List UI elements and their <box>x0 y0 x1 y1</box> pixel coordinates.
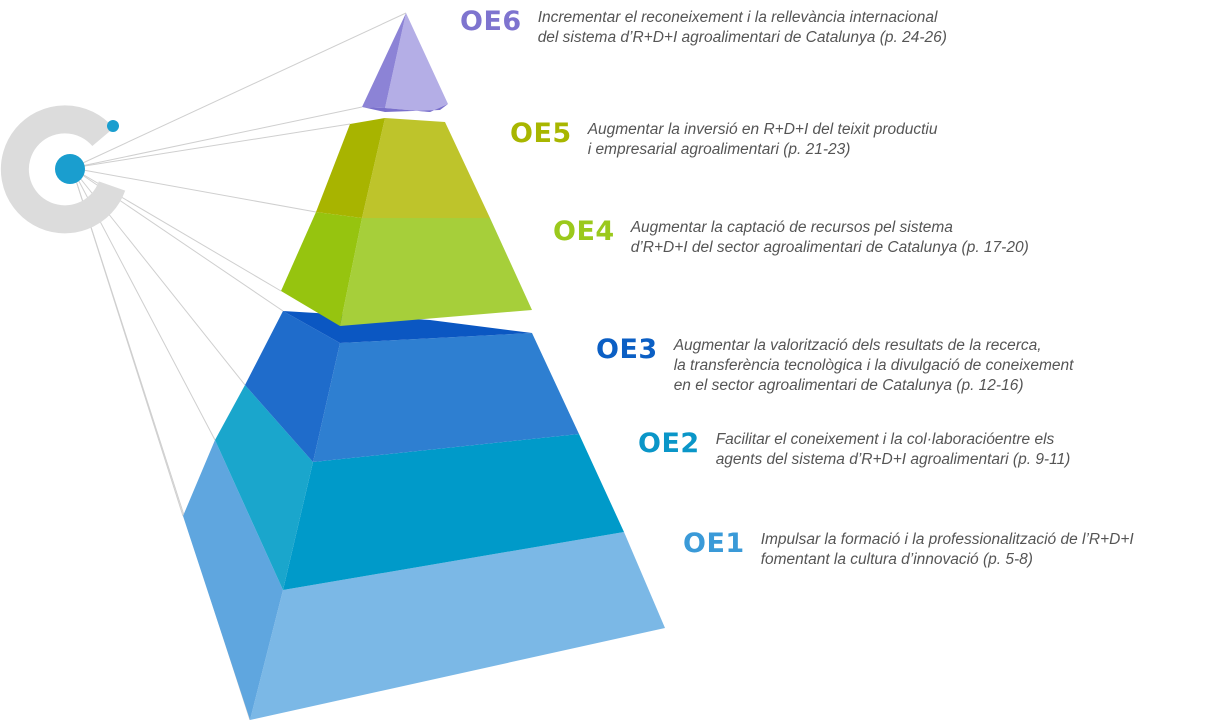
objective-oe1: OE1 Impulsar la formació i la profession… <box>683 530 1134 570</box>
objective-description: Incrementar el reconeixement i la rellev… <box>537 9 947 46</box>
objective-description: Impulsar la formació i la professionalit… <box>760 531 1134 568</box>
pyramid-level-oe4 <box>281 212 532 326</box>
objective-code: OE5 <box>510 118 572 149</box>
connector-line <box>71 12 407 169</box>
objective-code: OE3 <box>596 334 658 365</box>
pyramid-level-oe2 <box>215 385 624 590</box>
connector-line <box>71 106 363 169</box>
pyramid-level-oe6 <box>362 13 448 112</box>
objective-description: Augmentar la inversió en R+D+I del teixi… <box>587 121 938 158</box>
objective-code: OE1 <box>683 528 745 559</box>
pyramid-level-oe5 <box>316 118 490 218</box>
objective-oe5: OE5 Augmentar la inversió en R+D+I del t… <box>510 120 937 160</box>
organization-logo-icon <box>0 105 126 234</box>
objective-oe4: OE4 Augmentar la captació de recursos pe… <box>553 218 1029 258</box>
objective-oe6: OE6 Incrementar el reconeixement i la re… <box>460 8 947 48</box>
connector-line <box>71 167 317 213</box>
objective-description: Augmentar la valorització dels resultats… <box>673 337 1074 394</box>
pyramid-level-oe1 <box>183 440 665 720</box>
connector-line <box>71 123 351 169</box>
objective-code: OE4 <box>553 216 615 247</box>
objective-description: Augmentar la captació de recursos pel si… <box>630 219 1029 256</box>
objective-oe3: OE3 Augmentar la valorització dels resul… <box>596 336 1073 396</box>
objective-oe2: OE2 Facilitar el coneixement i la col·la… <box>638 430 1070 470</box>
objective-code: OE6 <box>460 6 522 37</box>
objective-description: Facilitar el coneixement i la col·labora… <box>715 431 1071 468</box>
pyramid-level-oe3 <box>245 311 579 462</box>
objective-code: OE2 <box>638 428 700 459</box>
